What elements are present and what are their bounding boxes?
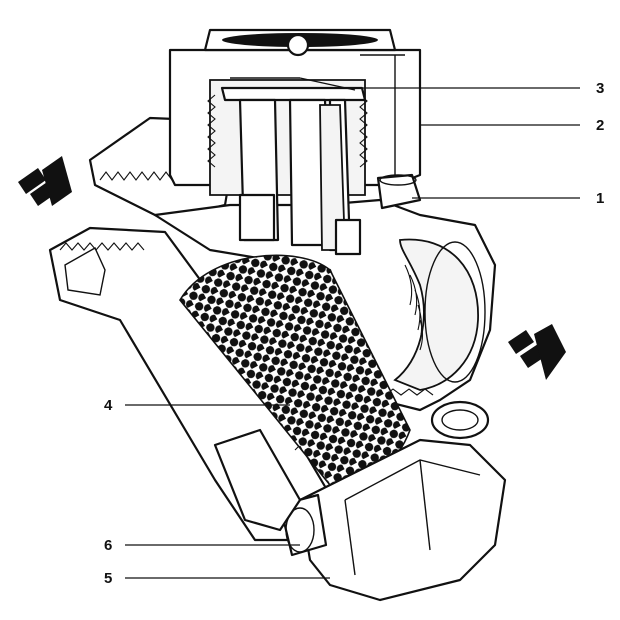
outlet-flow-arrow <box>508 324 566 380</box>
callout-4: 4 <box>104 397 290 414</box>
svg-text:3: 3 <box>596 80 604 97</box>
callout-5: 5 <box>104 570 330 587</box>
strainer-cap <box>298 438 507 602</box>
svg-text:4: 4 <box>104 397 113 414</box>
callout-3: 3 <box>355 80 604 97</box>
svg-text:2: 2 <box>596 117 604 134</box>
svg-text:1: 1 <box>596 190 604 207</box>
valve-body <box>48 28 507 602</box>
callout-1: 1 <box>412 190 604 207</box>
svg-text:5: 5 <box>104 570 112 587</box>
callout-2: 2 <box>420 117 604 134</box>
svg-text:6: 6 <box>104 537 112 554</box>
inlet-flow-arrow <box>18 156 72 206</box>
callout-6: 6 <box>104 537 300 554</box>
